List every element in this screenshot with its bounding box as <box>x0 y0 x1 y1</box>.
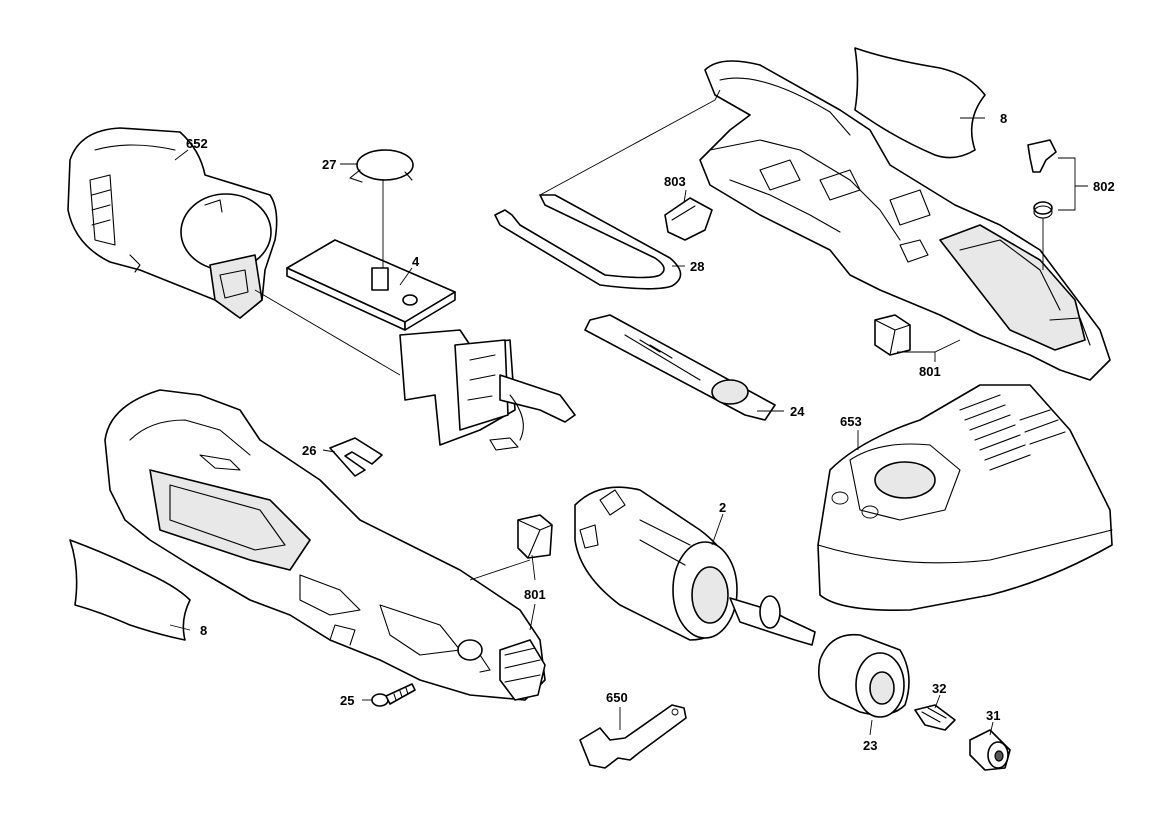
callout-803: 803 <box>664 174 686 189</box>
screw-25[interactable] <box>371 683 416 707</box>
motor-2[interactable] <box>574 486 816 646</box>
label-sticker-8-bottom[interactable] <box>69 539 191 641</box>
battery-pack-652[interactable] <box>67 127 278 319</box>
callout-4: 4 <box>412 254 420 269</box>
callout-23: 23 <box>863 738 877 753</box>
callout-31: 31 <box>986 708 1000 723</box>
collet-32[interactable] <box>914 704 956 731</box>
bearing-23[interactable] <box>817 633 910 718</box>
switch-assembly-4[interactable] <box>286 239 576 451</box>
callout-24: 24 <box>790 404 805 419</box>
damper-801-top[interactable] <box>874 314 911 356</box>
wire-clip-28[interactable] <box>494 194 682 290</box>
callout-650: 650 <box>606 690 628 705</box>
callout-8-bottom: 8 <box>200 623 207 638</box>
housing-bottom-half[interactable] <box>104 389 546 701</box>
clip-26[interactable] <box>329 437 383 477</box>
callout-801-top: 801 <box>919 364 941 379</box>
callout-653: 653 <box>840 414 862 429</box>
callout-32: 32 <box>932 681 946 696</box>
wrench-650[interactable] <box>579 704 687 769</box>
button-803[interactable] <box>664 197 713 241</box>
label-sticker-8-top[interactable] <box>854 47 986 159</box>
callout-802: 802 <box>1093 179 1115 194</box>
callout-8-top: 8 <box>1000 111 1007 126</box>
callout-28: 28 <box>690 259 704 274</box>
callout-26: 26 <box>302 443 316 458</box>
charger-653[interactable] <box>817 384 1113 612</box>
callout-25: 25 <box>340 693 354 708</box>
callout-labels: 652 27 4 803 28 8 802 801 24 653 26 2 80… <box>186 111 1115 753</box>
leader-lines <box>169 89 1088 736</box>
screw-802[interactable] <box>1027 139 1057 219</box>
collet-nut-31[interactable] <box>969 729 1011 771</box>
damper-801-bottom[interactable] <box>517 514 553 559</box>
callout-652: 652 <box>186 136 208 151</box>
callout-801-bottom: 801 <box>524 587 546 602</box>
callout-27: 27 <box>322 157 336 172</box>
slider-24[interactable] <box>584 314 776 421</box>
cap-27[interactable] <box>349 149 414 183</box>
housing-top-half[interactable] <box>699 60 1111 381</box>
callout-2: 2 <box>719 500 726 515</box>
